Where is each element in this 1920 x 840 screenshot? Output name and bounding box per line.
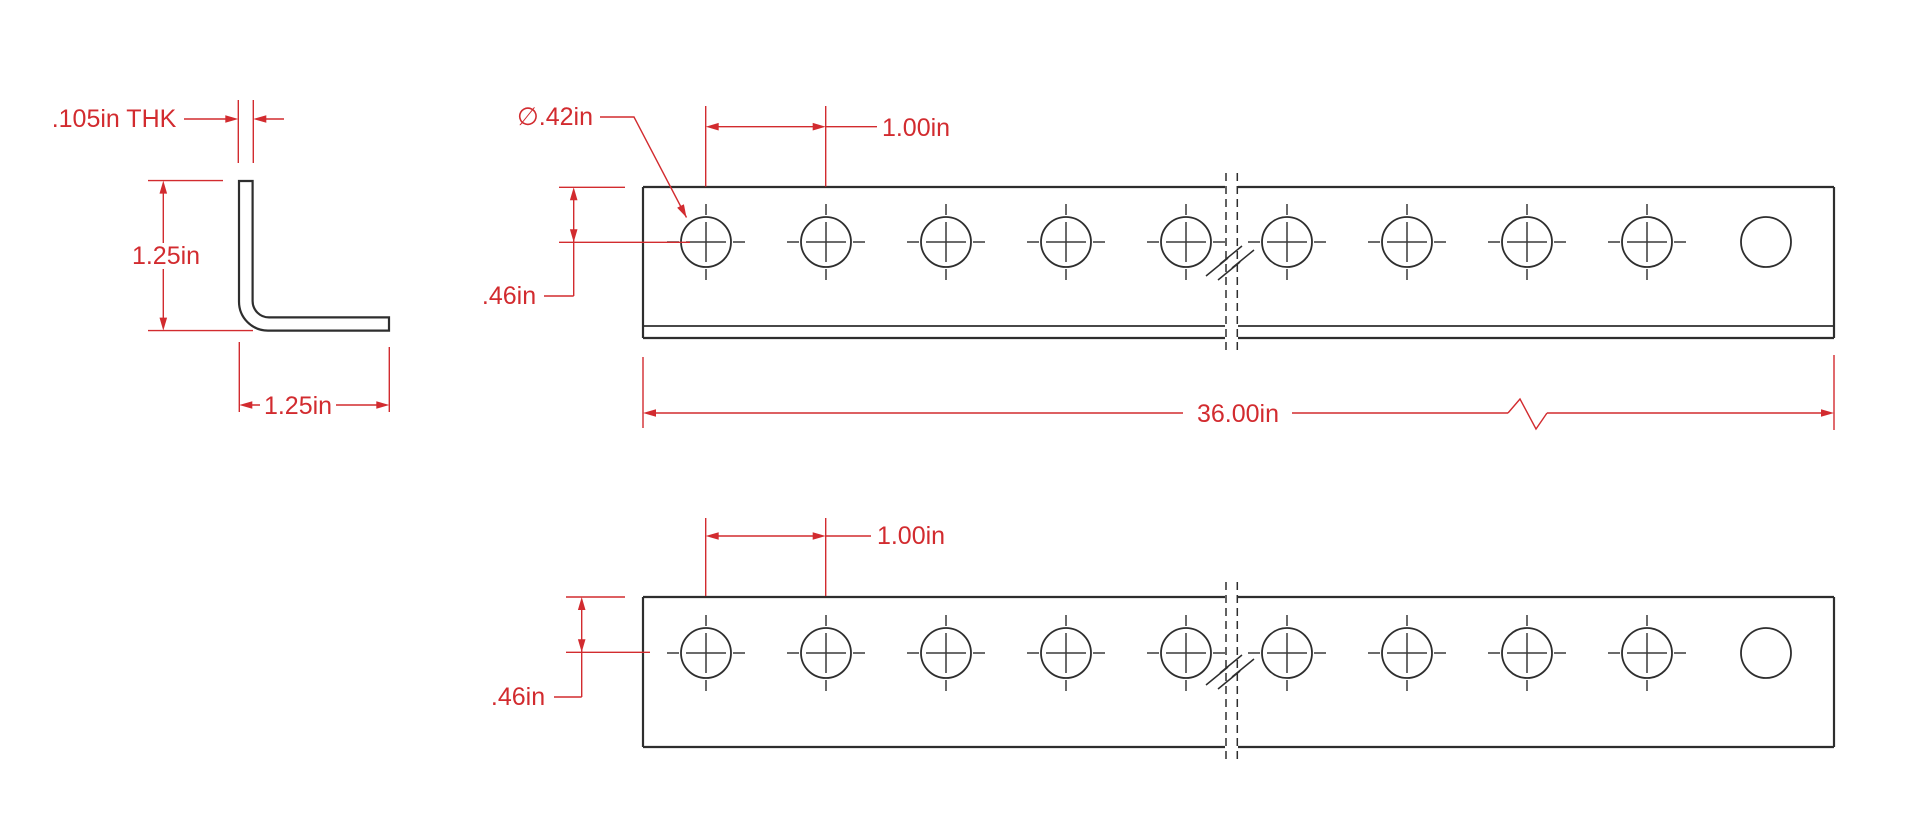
hole-plain (1740, 627, 1792, 679)
top-view: 1.00in .46in (491, 518, 1836, 763)
dim-leg-width: 1.25in (238, 342, 390, 420)
hole-crosshair (1367, 203, 1447, 281)
dim-edge-offset-front: .46in (482, 186, 690, 310)
section-view: .105in THK 1.25in 1.25in (52, 100, 391, 420)
hole-crosshair (1487, 203, 1567, 281)
hole-crosshair (906, 203, 986, 281)
dim-overall-length: 36.00in (642, 355, 1835, 431)
dim-edge-offset-top: .46in (491, 596, 650, 711)
dim-leg-height: 1.25in (132, 179, 253, 332)
hole-diameter-label: ∅.42in (517, 103, 593, 131)
front-strip-outline (641, 185, 1836, 340)
front-view: ∅.42in 1.00in .46in 36.00in (482, 103, 1836, 431)
overall-length-label: 36.00in (1197, 400, 1279, 428)
hole-crosshair (786, 614, 866, 692)
leg-width-label: 1.25in (264, 392, 332, 420)
hole-crosshair (1607, 614, 1687, 692)
top-strip-outline (641, 595, 1836, 749)
hole-plain (1740, 216, 1792, 268)
edge-offset-label-top: .46in (491, 683, 545, 711)
top-holes (666, 614, 1792, 692)
dim-hole-spacing-front: 1.00in (705, 106, 950, 187)
hole-spacing-label-front: 1.00in (882, 114, 950, 142)
angle-cross-section-outline (237, 179, 391, 332)
hole-crosshair (906, 614, 986, 692)
hole-crosshair (786, 203, 866, 281)
hole-crosshair (666, 614, 746, 692)
hole-crosshair (1247, 614, 1327, 692)
dim-hole-spacing-top: 1.00in (705, 518, 945, 596)
dim-hole-diameter: ∅.42in (517, 103, 690, 220)
break-lines-front (1205, 173, 1255, 350)
thickness-label: .105in THK (52, 105, 177, 133)
hole-crosshair (1247, 203, 1327, 281)
front-holes (666, 203, 1792, 281)
hole-crosshair (1026, 614, 1106, 692)
hole-crosshair (1146, 203, 1226, 281)
break-lines-top (1205, 582, 1255, 763)
hole-crosshair (1367, 614, 1447, 692)
hole-crosshair (1487, 614, 1567, 692)
hole-crosshair (1607, 203, 1687, 281)
edge-offset-label-front: .46in (482, 282, 536, 310)
leg-height-label: 1.25in (132, 242, 200, 270)
hole-crosshair (1026, 203, 1106, 281)
hole-spacing-label-top: 1.00in (877, 522, 945, 550)
dim-thickness: .105in THK (52, 100, 284, 163)
